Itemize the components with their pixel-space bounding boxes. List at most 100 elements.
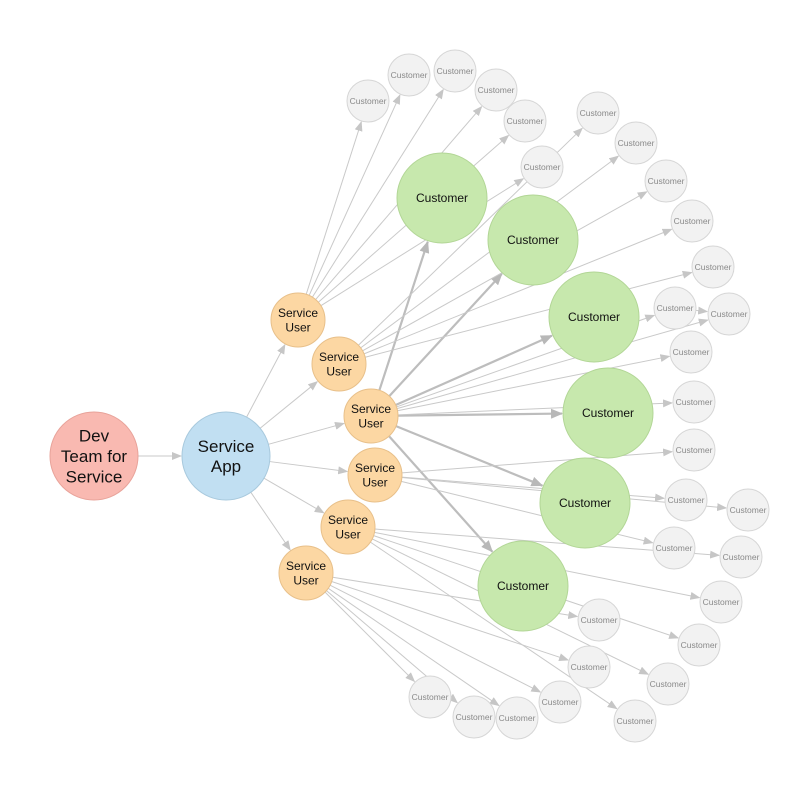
edge-su3-to-c14 [397, 354, 671, 412]
node-customer-small-c2[interactable]: Customer [387, 53, 431, 97]
node-customer-small-c7[interactable]: Customer [576, 91, 620, 135]
node-circle [311, 336, 367, 392]
node-label: Customer [657, 303, 694, 313]
node-circle [664, 478, 708, 522]
node-customer-small-c21[interactable]: Customer [699, 580, 743, 624]
node-label: Customer [412, 692, 449, 702]
node-customer-small-c27[interactable]: Customer [538, 680, 582, 724]
node-label: Customer [676, 445, 713, 455]
edge-app-to-su1 [246, 343, 286, 418]
node-label: Customer [507, 116, 544, 126]
node-customer-small-c9[interactable]: Customer [644, 159, 688, 203]
edge-su1-to-c2 [308, 94, 401, 296]
node-circle [181, 411, 271, 501]
node-label: Customer [730, 505, 767, 515]
node-customer-small-c6[interactable]: Customer [520, 145, 564, 189]
node-label: Customer [391, 70, 428, 80]
edge-su3-to-cb3 [395, 334, 553, 407]
node-customer-small-c13[interactable]: Customer [707, 292, 751, 336]
node-label: Customer [507, 233, 559, 247]
edge-su1-to-c1 [305, 121, 363, 295]
node-customer-small-c22[interactable]: Customer [677, 623, 721, 667]
node-label: Customer [416, 191, 468, 205]
node-customer-small-c8[interactable]: Customer [614, 121, 658, 165]
node-customer-big-cb3[interactable]: Customer [548, 271, 640, 363]
node-customer-small-c24[interactable]: Customer [613, 699, 657, 743]
node-customer-big-cb4[interactable]: Customer [562, 367, 654, 459]
node-circle [670, 199, 714, 243]
node-circle [495, 696, 539, 740]
node-customer-small-c15[interactable]: Customer [672, 380, 716, 424]
node-label: Customer [571, 662, 608, 672]
node-label: Customer [673, 347, 710, 357]
node-customer-small-c17[interactable]: Customer [664, 478, 708, 522]
node-customer-small-c28[interactable]: Customer [495, 696, 539, 740]
node-customer-small-c12[interactable]: Customer [653, 286, 697, 330]
edge-app-to-su4 [269, 461, 349, 475]
edge-su3-to-cb4 [397, 408, 564, 419]
node-customer-small-c10[interactable]: Customer [670, 199, 714, 243]
node-circle [347, 447, 403, 503]
node-label: Customer [617, 716, 654, 726]
edge-su2-to-c11 [365, 270, 693, 358]
node-label: Customer [581, 615, 618, 625]
node-customer-small-c18[interactable]: Customer [726, 488, 770, 532]
node-customer-small-c4[interactable]: Customer [474, 68, 518, 112]
node-circle [539, 457, 631, 549]
edge-su6-to-c28 [327, 587, 500, 707]
node-circle [477, 540, 569, 632]
node-customer-small-c23[interactable]: Customer [646, 662, 690, 706]
node-customer-small-c14[interactable]: Customer [669, 330, 713, 374]
node-label: Customer [674, 216, 711, 226]
node-customer-small-c11[interactable]: Customer [691, 245, 735, 289]
node-customer-small-c20[interactable]: Customer [719, 535, 763, 579]
node-circle [652, 526, 696, 570]
edge-su3-to-c13 [396, 318, 709, 410]
node-customer-big-cb5[interactable]: Customer [539, 457, 631, 549]
edge-app-to-su3 [268, 421, 345, 445]
node-customer-big-cb1[interactable]: Customer [396, 152, 488, 244]
node-label: Customer [437, 66, 474, 76]
node-customer-small-c1[interactable]: Customer [346, 79, 390, 123]
edge-su4-to-c16 [401, 448, 674, 474]
node-circle [320, 499, 376, 555]
node-circle [396, 152, 488, 244]
node-label: Customer [350, 96, 387, 106]
node-customer-small-c5[interactable]: Customer [503, 99, 547, 143]
node-circle [503, 99, 547, 143]
node-customer-small-c29[interactable]: Customer [452, 695, 496, 739]
node-label: Customer [582, 406, 634, 420]
node-customer-small-c16[interactable]: Customer [672, 428, 716, 472]
node-label: Customer [580, 108, 617, 118]
node-label: Customer [676, 397, 713, 407]
node-customer-small-c3[interactable]: Customer [433, 49, 477, 93]
node-customer-small-c25[interactable]: Customer [577, 598, 621, 642]
node-customer-small-c26[interactable]: Customer [567, 645, 611, 689]
node-circle [548, 271, 640, 363]
node-circle [567, 645, 611, 689]
node-customer-big-cb6[interactable]: Customer [477, 540, 569, 632]
node-label: Customer [542, 697, 579, 707]
node-customer-small-c19[interactable]: Customer [652, 526, 696, 570]
edge-su6-to-c26 [331, 581, 570, 662]
node-customer-big-cb2[interactable]: Customer [487, 194, 579, 286]
edge-app-to-su6 [250, 492, 291, 551]
node-circle [653, 286, 697, 330]
node-circle [487, 194, 579, 286]
edge-su2-to-c10 [363, 228, 673, 355]
node-customer-small-c30[interactable]: Customer [408, 675, 452, 719]
node-circle [576, 91, 620, 135]
